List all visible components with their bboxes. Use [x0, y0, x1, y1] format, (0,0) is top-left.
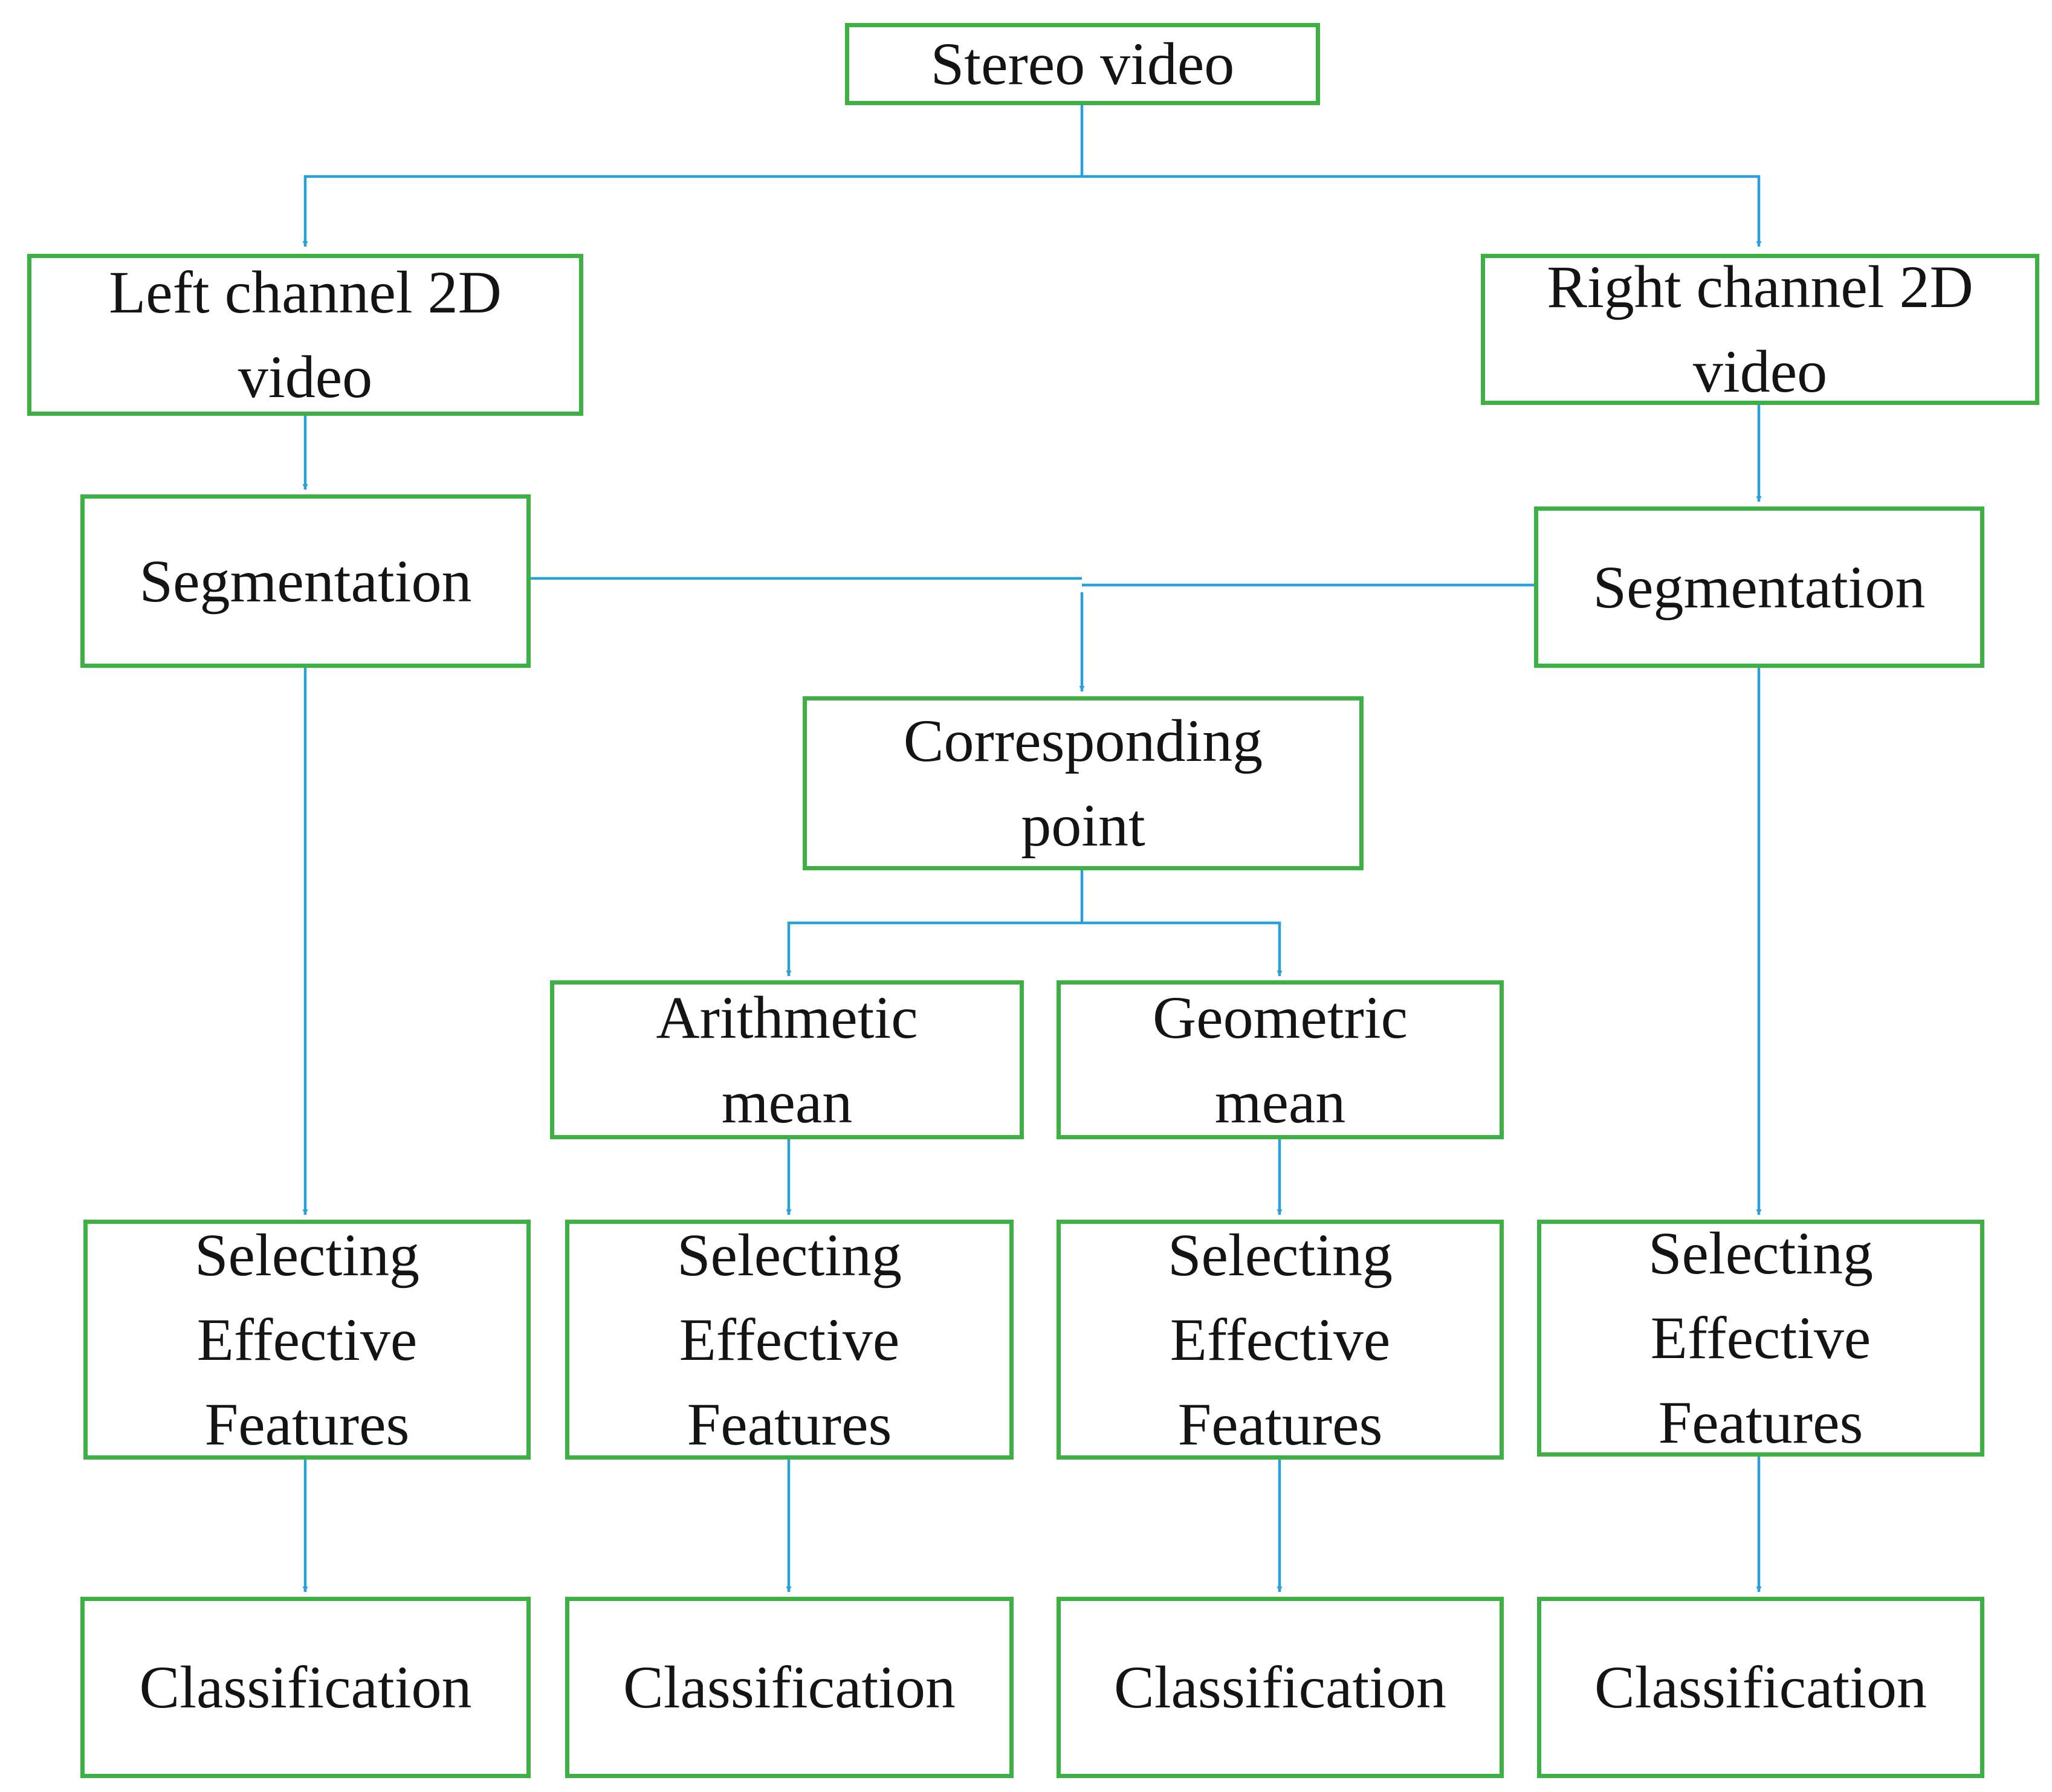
node-corresponding-point-label: Corresponding point — [903, 707, 1263, 859]
node-features-left-label: Selecting Effective Features — [194, 1221, 420, 1458]
node-corresponding-point: Corresponding point — [803, 696, 1364, 870]
node-classification-right-label: Classification — [1594, 1654, 1927, 1721]
node-classification-left: Classification — [80, 1597, 531, 1778]
node-left-channel-video: Left channel 2D video — [27, 254, 583, 416]
node-features-arithmetic: Selecting Effective Features — [565, 1220, 1014, 1460]
node-features-left: Selecting Effective Features — [83, 1220, 531, 1460]
node-segmentation-left-label: Segmentation — [139, 547, 472, 615]
node-classification-left-label: Classification — [139, 1654, 472, 1721]
edge-corresponding-to-arithmetic — [786, 921, 1082, 976]
node-segmentation-right: Segmentation — [1534, 506, 1984, 668]
node-right-channel-video: Right channel 2D video — [1481, 253, 2039, 405]
node-features-geometric-label: Selecting Effective Features — [1167, 1221, 1393, 1458]
node-classification-arithmetic-label: Classification — [623, 1654, 956, 1721]
node-classification-right: Classification — [1537, 1597, 1984, 1778]
node-features-arithmetic-label: Selecting Effective Features — [676, 1221, 902, 1458]
node-classification-geometric: Classification — [1057, 1597, 1504, 1778]
node-segmentation-right-label: Segmentation — [1593, 553, 1926, 621]
node-segmentation-left: Segmentation — [80, 494, 531, 668]
node-features-geometric: Selecting Effective Features — [1057, 1220, 1504, 1460]
node-classification-geometric-label: Classification — [1114, 1654, 1446, 1721]
edge-corresponding-to-geometric — [1082, 921, 1283, 976]
node-geometric-mean: Geometric mean — [1057, 980, 1504, 1139]
edge-stereo-to-left — [302, 175, 1082, 247]
node-stereo-video-label: Stereo video — [930, 30, 1235, 97]
node-features-right-label: Selecting Effective Features — [1648, 1220, 1874, 1456]
node-features-right: Selecting Effective Features — [1537, 1220, 1984, 1457]
node-right-channel-video-label: Right channel 2D video — [1547, 253, 1973, 405]
node-classification-arithmetic: Classification — [565, 1597, 1014, 1778]
node-stereo-video: Stereo video — [845, 23, 1320, 105]
node-left-channel-video-label: Left channel 2D video — [109, 259, 502, 410]
node-arithmetic-mean: Arithmetic mean — [550, 980, 1024, 1139]
edge-stereo-to-right — [1082, 175, 1762, 247]
node-geometric-mean-label: Geometric mean — [1152, 983, 1408, 1136]
node-arithmetic-mean-label: Arithmetic mean — [656, 983, 918, 1136]
